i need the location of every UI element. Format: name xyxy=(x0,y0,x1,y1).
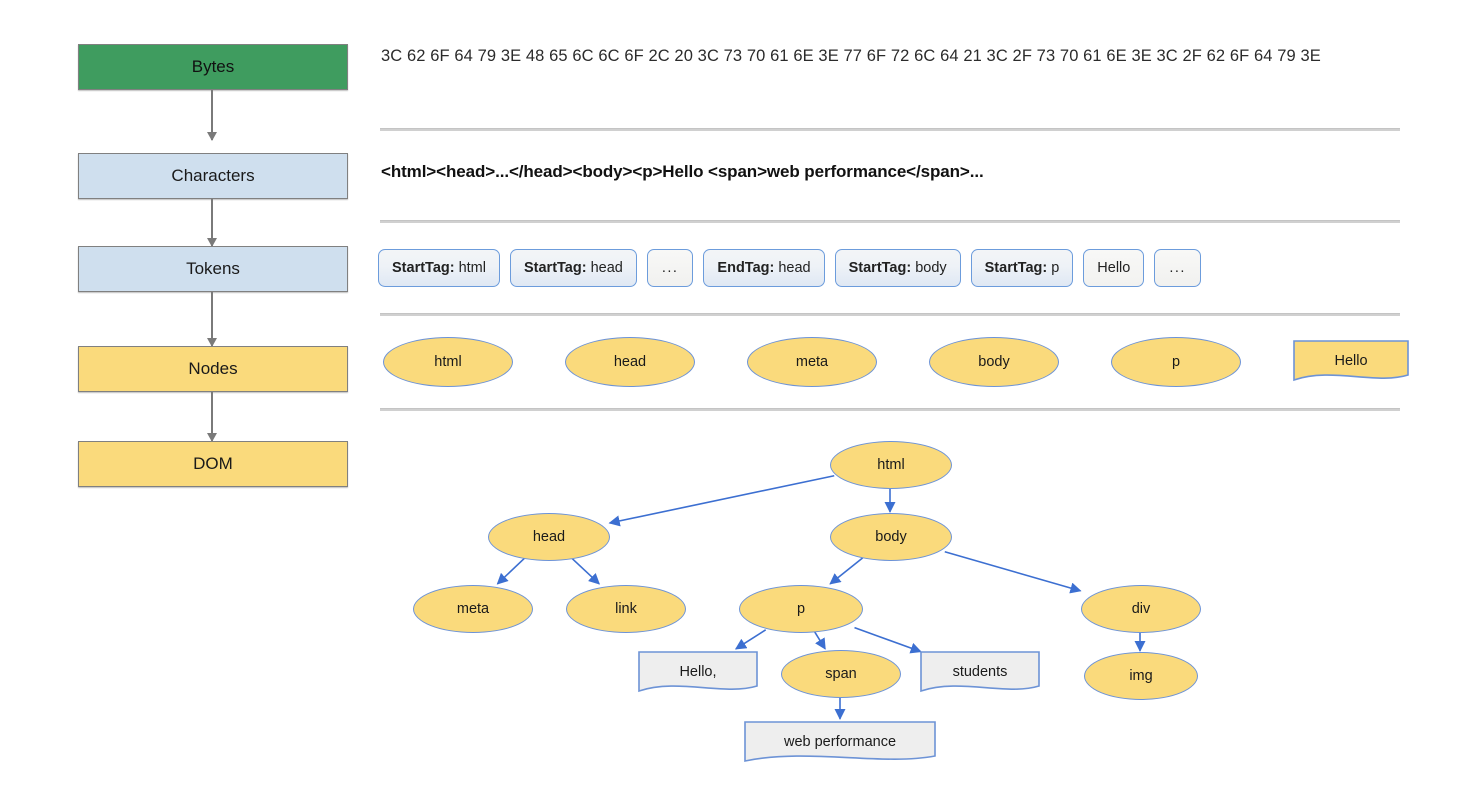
stage-dom-label: DOM xyxy=(193,454,233,473)
arrow-characters-to-tokens xyxy=(207,199,217,247)
bytes-hex-text: 3C 62 6F 64 79 3E 48 65 6C 6C 6F 2C 20 3… xyxy=(381,47,1321,65)
token-dotdotdot: ... xyxy=(646,249,694,287)
node-meta: meta xyxy=(747,337,877,387)
token-value: head xyxy=(778,260,811,276)
token-starttag-head: StartTag:head xyxy=(509,249,637,287)
pipeline-column: Bytes Characters Tokens Nodes DOM xyxy=(0,0,370,530)
node-p: p xyxy=(1111,337,1241,387)
arrow-nodes-to-dom xyxy=(207,392,217,442)
arrow-bytes-to-characters xyxy=(207,90,217,141)
separator-3 xyxy=(380,313,1400,316)
stage-characters: Characters xyxy=(78,153,348,199)
node-label: Hello xyxy=(1334,352,1368,369)
token-value: body xyxy=(915,260,947,276)
stage-nodes-label: Nodes xyxy=(188,359,238,378)
nodes-row: html head meta body p Hello xyxy=(383,337,1409,387)
token-kind: StartTag: xyxy=(392,260,455,276)
stage-dom: DOM xyxy=(78,441,348,487)
token-starttag-body: StartTag:body xyxy=(834,249,961,287)
stage-bytes: Bytes xyxy=(78,44,348,90)
token-starttag-html: StartTag:html xyxy=(378,249,500,287)
stage-characters-label: Characters xyxy=(171,166,255,185)
stage-tokens-label: Tokens xyxy=(186,259,240,278)
node-head: head xyxy=(565,337,695,387)
stage-tokens: Tokens xyxy=(78,246,348,292)
token-starttag-p: StartTag:p xyxy=(970,249,1074,287)
node-html: html xyxy=(383,337,513,387)
token-value: p xyxy=(1051,260,1060,276)
token-value: ... xyxy=(661,260,679,276)
node-body: body xyxy=(929,337,1059,387)
token-kind: StartTag: xyxy=(848,260,912,276)
token-value: html xyxy=(458,260,486,276)
token-kind: EndTag: xyxy=(717,260,775,276)
token-value: Hello xyxy=(1097,260,1131,276)
token-kind: StartTag: xyxy=(523,260,587,276)
stage-bytes-label: Bytes xyxy=(191,57,235,76)
arrow-tokens-to-nodes xyxy=(207,292,217,347)
token-value: head xyxy=(590,260,623,276)
separator-2 xyxy=(380,220,1400,223)
token-kind: StartTag: xyxy=(984,260,1048,276)
token-Hello: Hello xyxy=(1083,249,1145,287)
node-text-hello: Hello xyxy=(1293,340,1409,384)
stage-nodes: Nodes xyxy=(78,346,348,392)
token-dotdotdot: ... xyxy=(1154,249,1201,287)
token-endtag-head: EndTag:head xyxy=(703,249,825,287)
separator-1 xyxy=(380,128,1400,131)
token-value: ... xyxy=(1169,260,1186,276)
separator-4 xyxy=(380,408,1400,411)
characters-text: <html><head>...</head><body><p>Hello <sp… xyxy=(381,162,984,181)
